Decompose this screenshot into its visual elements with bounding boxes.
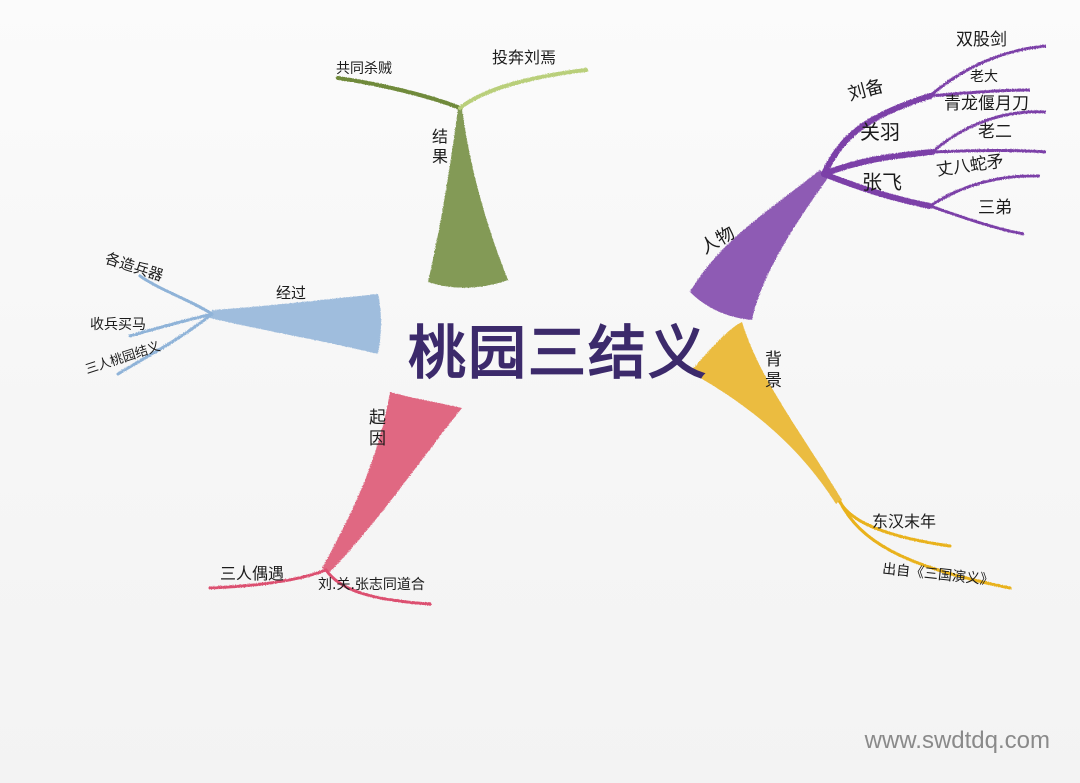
process-branch-shape [116, 274, 381, 376]
person-rank: 老大 [970, 69, 998, 85]
person-weapon: 双股剑 [956, 30, 1007, 50]
person-name: 关羽 [860, 120, 900, 144]
result-branch-shape [336, 68, 588, 288]
person-rank: 老二 [978, 122, 1012, 142]
result-branch-title: 结果 [429, 128, 448, 168]
cause-item: 三人偶遇 [220, 564, 285, 583]
background-branch-shape [690, 322, 1012, 590]
cause-item: 刘.关.张志同道合 [318, 577, 425, 593]
background-item: 东汉末年 [872, 512, 937, 531]
person-name: 张飞 [862, 170, 902, 194]
center-title: 桃园三结义 [408, 319, 709, 387]
background-branch-title: 背景 [761, 350, 781, 392]
cause-branch-title: 起因 [365, 408, 385, 450]
result-item: 投奔刘焉 [492, 48, 557, 67]
process-branch-title: 经过 [276, 284, 307, 302]
result-item: 共同杀贼 [336, 61, 392, 77]
process-item: 收兵买马 [90, 317, 146, 333]
person-rank: 三弟 [978, 198, 1012, 218]
characters-branch-shape [690, 44, 1047, 320]
person-weapon: 青龙偃月刀 [944, 94, 1029, 114]
cause-branch-shape [208, 392, 462, 606]
watermark-text: www.swdtdq.com [864, 727, 1050, 754]
